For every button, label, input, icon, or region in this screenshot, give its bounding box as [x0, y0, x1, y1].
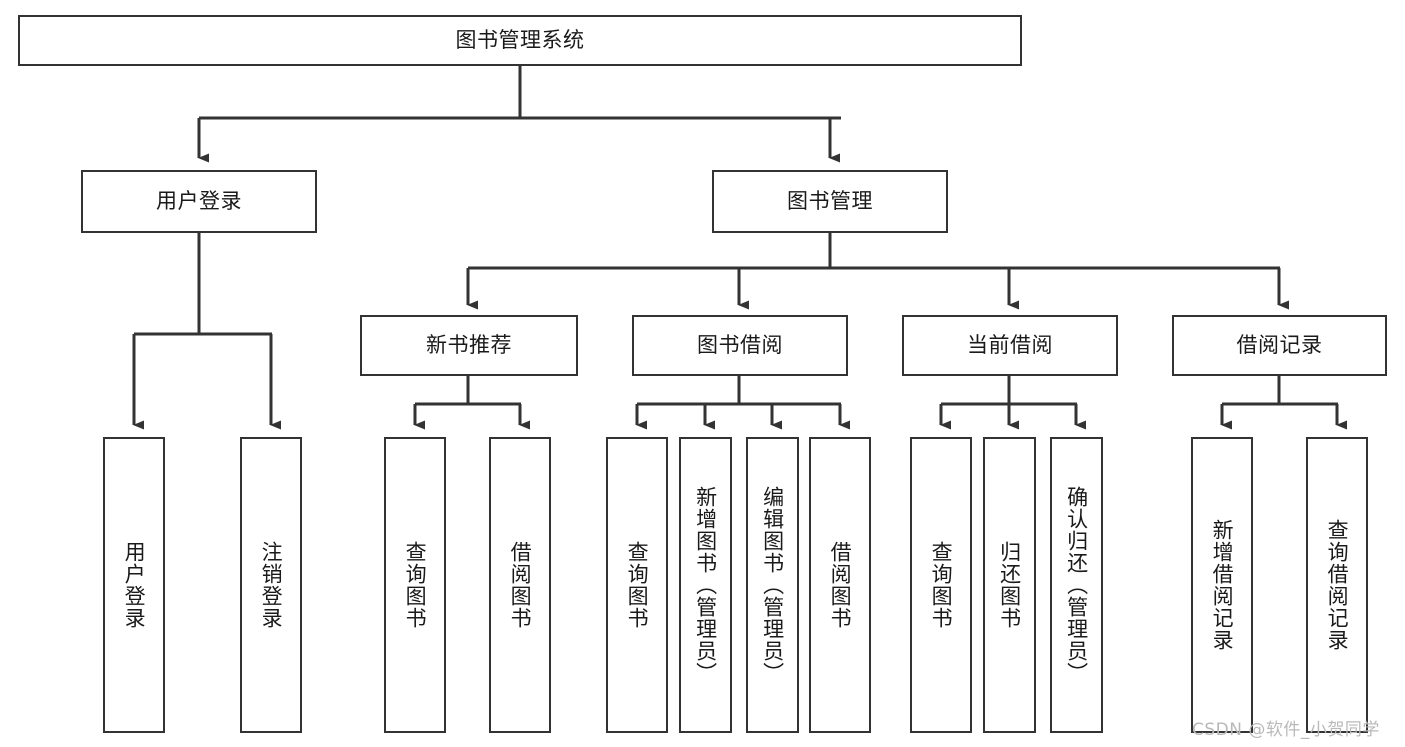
node-leaf-query-book-b[interactable]: 查询图书	[606, 437, 668, 733]
node-leaf-query-record[interactable]: 查询借阅记录	[1306, 437, 1368, 733]
node-leaf-edit-book-label: 编辑图书（管理员）	[760, 486, 785, 684]
node-root[interactable]: 图书管理系统	[18, 15, 1022, 66]
node-leaf-return-book-label: 归还图书	[997, 541, 1022, 629]
node-leaf-user-login-label: 用户登录	[122, 541, 147, 629]
node-leaf-user-logout-label: 注销登录	[259, 541, 284, 629]
node-book-borrow[interactable]: 图书借阅	[632, 315, 848, 376]
node-leaf-user-logout[interactable]: 注销登录	[240, 437, 302, 733]
node-leaf-query-record-label: 查询借阅记录	[1325, 519, 1350, 651]
node-leaf-query-book-a[interactable]: 查询图书	[384, 437, 446, 733]
node-leaf-query-book-b-label: 查询图书	[625, 541, 650, 629]
node-book-manage-label: 图书管理	[787, 188, 873, 213]
node-leaf-return-book[interactable]: 归还图书	[983, 437, 1036, 733]
node-user-login-label: 用户登录	[156, 188, 242, 213]
node-leaf-add-book-label: 新增图书（管理员）	[693, 486, 718, 684]
watermark-credit: CSDN @软件_小贺同学	[1192, 720, 1380, 740]
node-leaf-borrow-book-a[interactable]: 借阅图书	[489, 437, 551, 733]
node-book-manage[interactable]: 图书管理	[712, 170, 948, 233]
node-leaf-borrow-book-a-label: 借阅图书	[508, 541, 533, 629]
node-leaf-user-login[interactable]: 用户登录	[103, 437, 165, 733]
node-leaf-borrow-book-b-label: 借阅图书	[828, 541, 853, 629]
node-leaf-borrow-book-b[interactable]: 借阅图书	[809, 437, 871, 733]
node-user-login[interactable]: 用户登录	[81, 170, 317, 233]
node-leaf-edit-book[interactable]: 编辑图书（管理员）	[746, 437, 799, 733]
node-current-borrow[interactable]: 当前借阅	[902, 315, 1118, 376]
node-new-book-rec-label: 新书推荐	[426, 332, 512, 357]
node-current-borrow-label: 当前借阅	[967, 332, 1053, 357]
node-leaf-add-record[interactable]: 新增借阅记录	[1191, 437, 1253, 733]
node-new-book-rec[interactable]: 新书推荐	[360, 315, 578, 376]
node-leaf-add-book[interactable]: 新增图书（管理员）	[679, 437, 732, 733]
node-leaf-confirm-return[interactable]: 确认归还（管理员）	[1050, 437, 1103, 733]
node-leaf-add-record-label: 新增借阅记录	[1210, 519, 1235, 651]
node-leaf-query-book-a-label: 查询图书	[403, 541, 428, 629]
node-leaf-query-book-c[interactable]: 查询图书	[910, 437, 972, 733]
node-book-borrow-label: 图书借阅	[697, 332, 783, 357]
node-root-label: 图书管理系统	[455, 27, 585, 52]
node-borrow-record-label: 借阅记录	[1236, 332, 1323, 357]
node-leaf-confirm-return-label: 确认归还（管理员）	[1064, 486, 1089, 684]
node-leaf-query-book-c-label: 查询图书	[929, 541, 954, 629]
node-borrow-record[interactable]: 借阅记录	[1172, 315, 1387, 376]
